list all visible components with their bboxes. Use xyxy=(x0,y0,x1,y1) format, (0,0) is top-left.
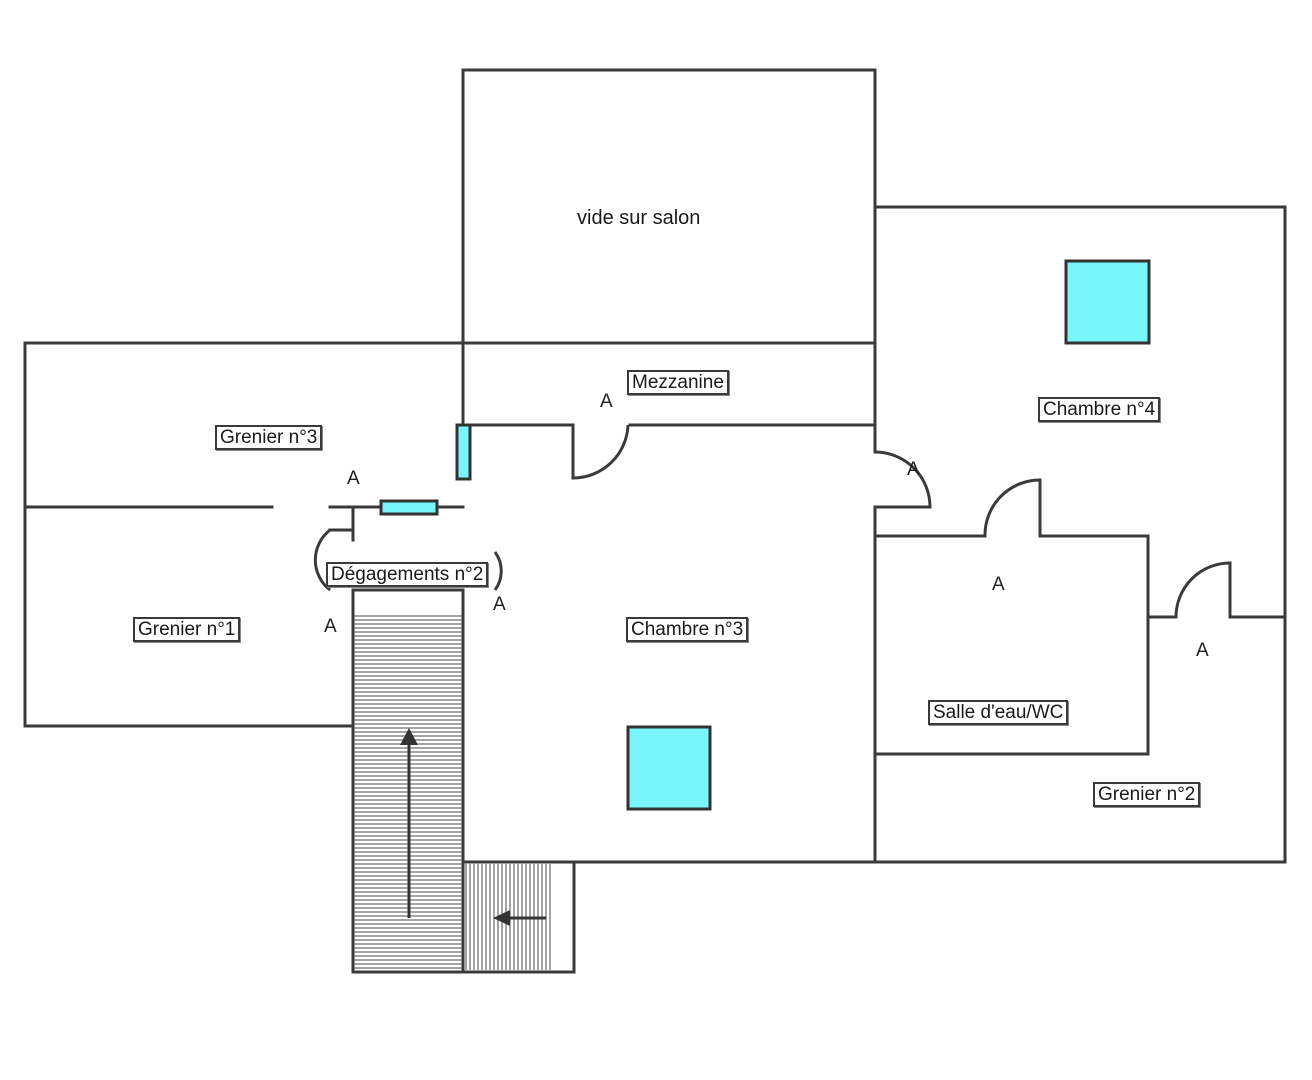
room-label-grenier-3: Grenier n°3 xyxy=(215,425,323,450)
door-chambre-3-chambre-4 xyxy=(874,450,932,508)
marker-a-salle-eau: A xyxy=(992,574,1005,595)
door-degagements-right xyxy=(493,551,503,591)
walls xyxy=(23,68,1287,974)
windows xyxy=(379,259,1151,811)
door-degagements-left xyxy=(313,528,331,592)
window-chambre-4 xyxy=(1064,259,1151,345)
marker-a-grenier-2: A xyxy=(1196,640,1209,661)
wall-vide-sur-salon xyxy=(461,68,877,427)
door-grenier-2 xyxy=(1174,561,1231,618)
doors xyxy=(313,424,1231,618)
window-corridor-vertical xyxy=(455,423,472,481)
room-label-grenier-2: Grenier n°2 xyxy=(1093,782,1201,807)
marker-a-grenier-1: A xyxy=(324,616,337,637)
window-chambre-3 xyxy=(626,725,712,811)
marker-a-mezzanine: A xyxy=(600,391,613,412)
stair-arrow-left-head xyxy=(493,910,510,926)
marker-a-chambre-4-door: A xyxy=(907,459,920,480)
stair-arrows xyxy=(400,728,546,926)
window-corridor-horizontal xyxy=(379,499,439,516)
marker-a-grenier-3: A xyxy=(347,468,360,489)
door-mezzanine-chambre-3 xyxy=(572,424,630,480)
stair-arrow-up-head xyxy=(400,728,418,745)
room-label-degagements-2: Dégagements n°2 xyxy=(326,562,489,587)
room-label-vide-sur-salon: vide sur salon xyxy=(577,207,701,229)
marker-a-degagements: A xyxy=(493,594,506,615)
room-label-grenier-1: Grenier n°1 xyxy=(133,617,241,642)
room-label-chambre-3: Chambre n°3 xyxy=(626,617,749,642)
room-label-salle-eau-wc: Salle d'eau/WC xyxy=(928,700,1069,725)
wall-grenier-3 xyxy=(23,341,465,728)
door-salle-eau xyxy=(983,478,1041,537)
room-label-mezzanine: Mezzanine xyxy=(627,370,729,395)
room-label-chambre-4: Chambre n°4 xyxy=(1038,397,1161,422)
wall-chambre-3-bottom xyxy=(461,505,877,864)
wall-salle-eau-top-right xyxy=(873,534,1150,756)
wall-chambre-4 xyxy=(873,205,1287,864)
